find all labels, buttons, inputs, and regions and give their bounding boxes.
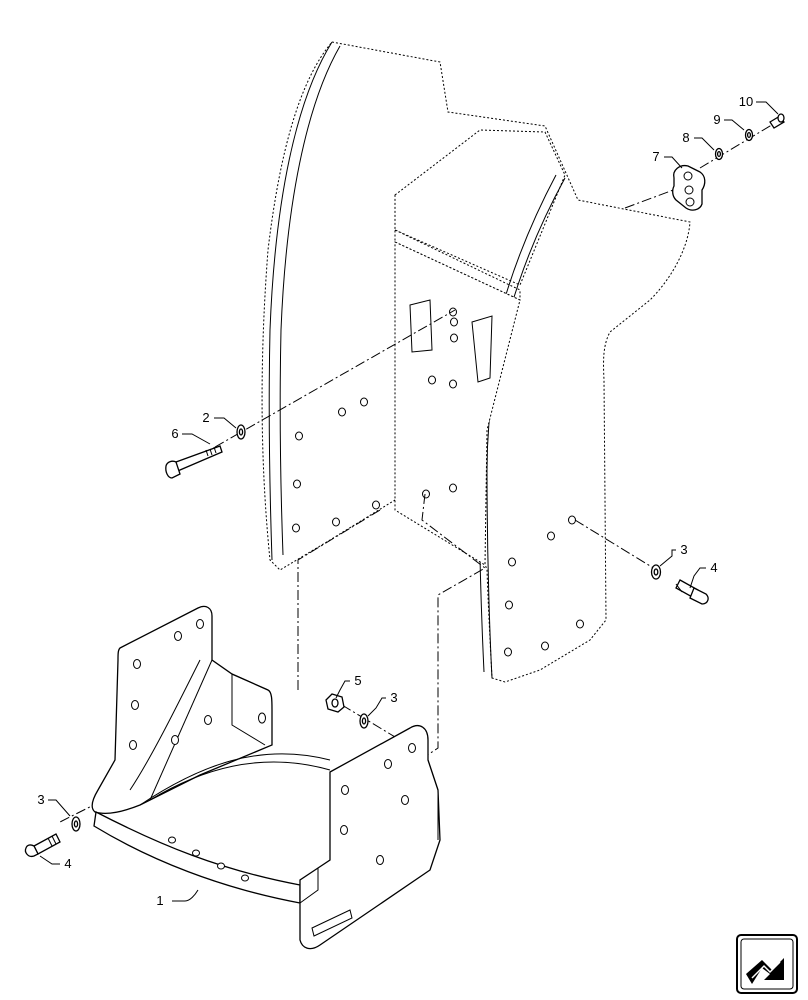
chassis-frame-outline	[261, 41, 691, 683]
callout-3-right: 3	[680, 542, 687, 557]
callout-9: 9	[713, 112, 720, 127]
nut	[325, 693, 345, 713]
washer-center	[359, 713, 369, 729]
callout-7: 7	[652, 149, 659, 164]
callout-3-left: 3	[37, 792, 44, 807]
small-washer	[714, 147, 724, 161]
callout-4-right: 4	[710, 560, 717, 575]
washer	[236, 424, 246, 440]
callout-3-center: 3	[390, 690, 397, 705]
chassis-holes	[292, 307, 584, 657]
callout-5: 5	[354, 673, 361, 688]
lock-washer	[744, 128, 754, 142]
bolt-right	[675, 579, 709, 605]
mounting-clip	[672, 164, 706, 211]
callout-2: 2	[202, 410, 209, 425]
callout-6: 6	[171, 426, 178, 441]
callout-leaders	[39, 101, 779, 902]
arrow-in-box-icon[interactable]	[736, 934, 798, 994]
long-bolt	[165, 445, 223, 479]
front-bracket	[91, 605, 441, 950]
washer-left	[71, 816, 81, 832]
washer-right	[650, 564, 662, 580]
callout-8: 8	[682, 130, 689, 145]
callout-1: 1	[156, 893, 163, 908]
small-screw	[769, 113, 785, 129]
bolt-left	[24, 833, 61, 858]
callout-labels: 1 2 3 3 3 4 4 5 6 7 8 9 10	[37, 94, 753, 908]
callout-4-left: 4	[64, 856, 71, 871]
callout-10: 10	[739, 94, 753, 109]
